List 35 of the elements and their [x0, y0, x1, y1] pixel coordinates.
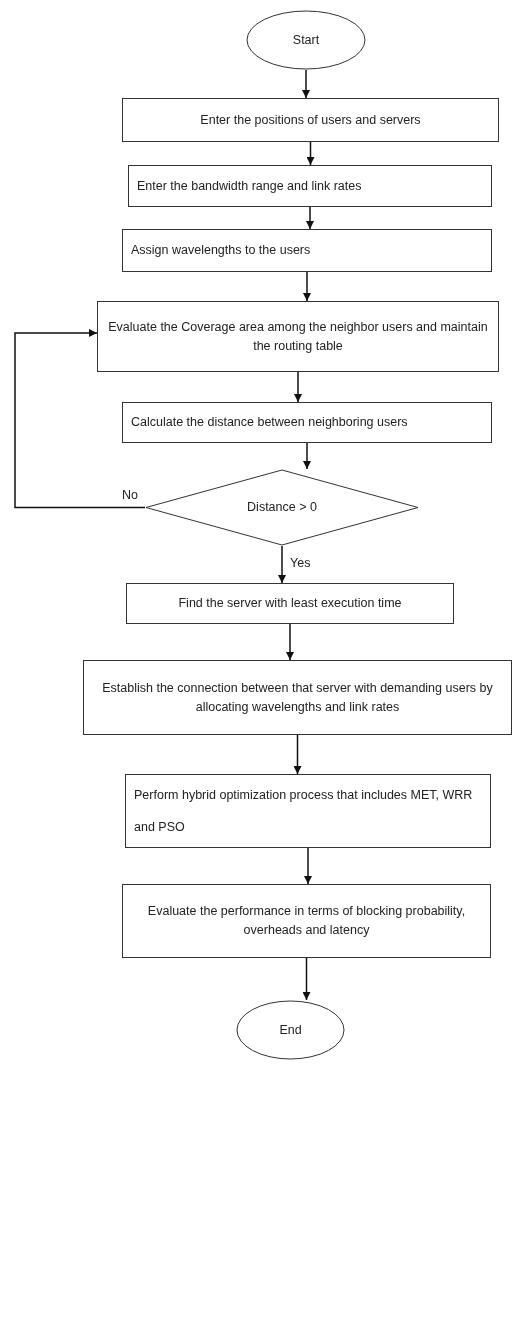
- step-text: Evaluate the Coverage area among the neighbor users and maintain the routing table: [107, 318, 489, 355]
- step-text: Assign wavelengths to the users: [131, 242, 311, 260]
- condition-text: Distance > 0: [247, 499, 317, 517]
- process-box: [125, 774, 491, 848]
- arrow: [306, 206, 314, 230]
- process-box: [128, 165, 492, 207]
- arrow: [304, 847, 312, 885]
- process-box: [122, 402, 492, 443]
- arrow: [302, 957, 311, 1001]
- process-box: [126, 583, 454, 624]
- step-text: Perform hybrid optimization process that includes MET, WRR and PSO: [134, 786, 474, 836]
- process-box: [122, 98, 499, 142]
- arrow: [302, 69, 310, 99]
- edge-label: No: [120, 488, 140, 502]
- process-box: [122, 229, 492, 272]
- terminal-label: End: [279, 1021, 302, 1039]
- step-text: Evaluate the performance in terms of blocking probability, overheads and latency: [146, 903, 467, 939]
- step-text: Enter the positions of users and servers: [200, 111, 421, 129]
- arrow: [286, 623, 294, 661]
- process-box: [122, 884, 491, 958]
- step-text: Calculate the distance between neighboring users: [131, 414, 408, 432]
- step-text: Enter the bandwidth range and link rates: [137, 177, 362, 195]
- arrow: [278, 545, 286, 584]
- arrow: [306, 141, 315, 166]
- arrow: [14, 329, 146, 509]
- edge-label: Yes: [288, 556, 313, 570]
- step-text: Find the server with least execution time: [178, 595, 402, 613]
- process-box: [83, 660, 512, 735]
- arrow: [293, 734, 302, 775]
- arrow: [303, 271, 311, 302]
- arrow: [294, 371, 302, 403]
- arrow: [303, 442, 311, 470]
- process-box: [97, 301, 499, 372]
- terminal-label: Start: [292, 31, 320, 49]
- step-text: Establish the connection between that server with demanding users by allocating wavelengths and link rates: [101, 679, 494, 716]
